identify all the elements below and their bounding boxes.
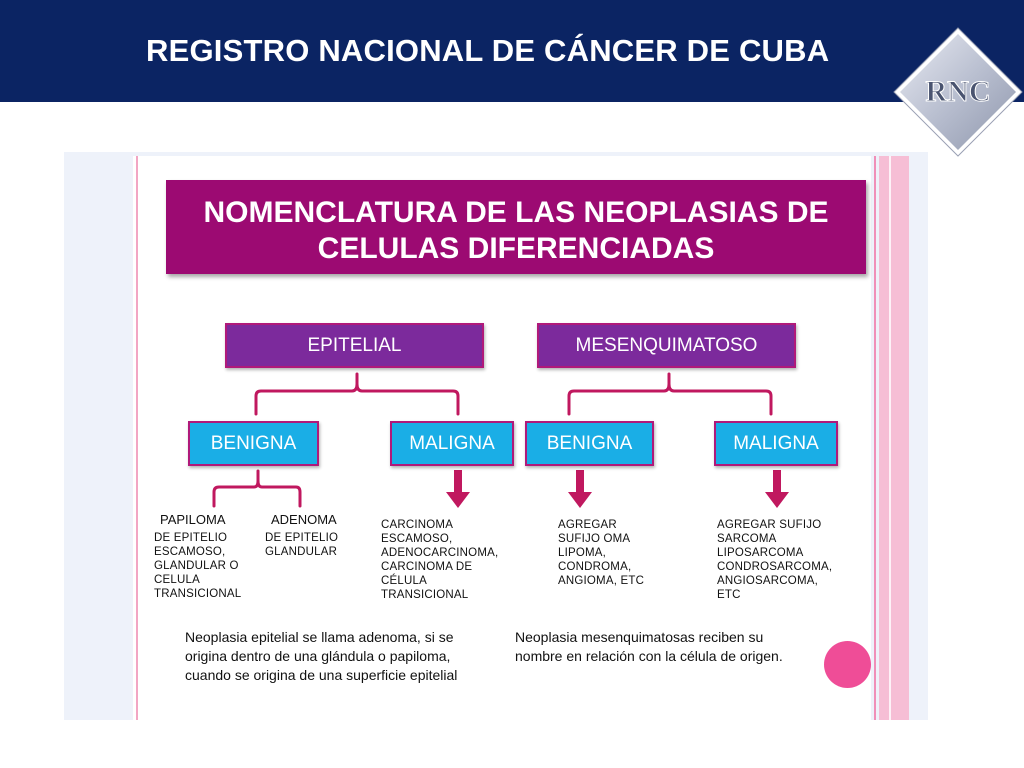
arrow-maligna-mesenquimatoso-icon <box>765 470 789 508</box>
mesenquimatoso-box: MESENQUIMATOSO <box>537 323 796 368</box>
benigna-mesenquimatoso-box: BENIGNA <box>525 421 654 466</box>
benigna-bracket <box>212 469 302 508</box>
benigna-epitelial-box: BENIGNA <box>188 421 319 466</box>
arrow-maligna-epitelial-icon <box>446 470 470 508</box>
papiloma-description: DE EPITELIO ESCAMOSO, GLANDULAR O CELULA… <box>154 532 242 600</box>
arrow-benigna-mesenquimatoso-icon <box>568 470 592 508</box>
left-margin-line <box>136 156 138 720</box>
maligna-mesenquimatoso-description: AGREGAR SUFIJO SARCOMA LIPOSARCOMA CONDR… <box>717 519 833 601</box>
right-margin-line <box>874 156 876 720</box>
benigna-mesenquimatoso-description: AGREGAR SUFIJO OMA LIPOMA, CONDROMA, ANG… <box>558 519 645 587</box>
page-title: REGISTRO NACIONAL DE CÁNCER DE CUBA <box>146 33 830 68</box>
maligna-mesenquimatoso-box: MALIGNA <box>714 421 838 466</box>
adenoma-description: DE EPITELIO GLANDULAR <box>265 532 339 558</box>
logo-text: RNC <box>926 75 991 108</box>
adenoma-title: ADENOMA <box>271 512 337 527</box>
banner-title-line-1: NOMENCLATURA DE LAS NEOPLASIAS DE <box>203 196 829 229</box>
papiloma-title: PAPILOMA <box>160 512 226 527</box>
banner-title: NOMENCLATURA DE LAS NEOPLASIAS DE CELULA… <box>166 195 866 267</box>
note-mesenquimatoso: Neoplasia mesenquimatosas reciben su nom… <box>515 629 783 664</box>
mesenquimatoso-bracket <box>567 372 773 416</box>
epitelial-box: EPITELIAL <box>225 323 484 368</box>
note-epitelial: Neoplasia epitelial se llama adenoma, si… <box>185 629 458 683</box>
maligna-epitelial-description: CARCINOMA ESCAMOSO, ADENOCARCINOMA, CARC… <box>381 519 499 601</box>
epitelial-bracket <box>254 372 460 416</box>
rnc-logo: RNC <box>893 27 1023 157</box>
maligna-epitelial-box: MALIGNA <box>390 421 514 466</box>
right-pink-band <box>879 156 909 720</box>
pink-circle-decoration <box>824 641 871 688</box>
right-band-stripe <box>889 156 891 720</box>
banner-title-line-2: CELULAS DIFERENCIADAS <box>317 232 715 265</box>
header-bar: REGISTRO NACIONAL DE CÁNCER DE CUBA <box>0 0 1024 102</box>
diagram-banner: NOMENCLATURA DE LAS NEOPLASIAS DE CELULA… <box>166 180 866 274</box>
